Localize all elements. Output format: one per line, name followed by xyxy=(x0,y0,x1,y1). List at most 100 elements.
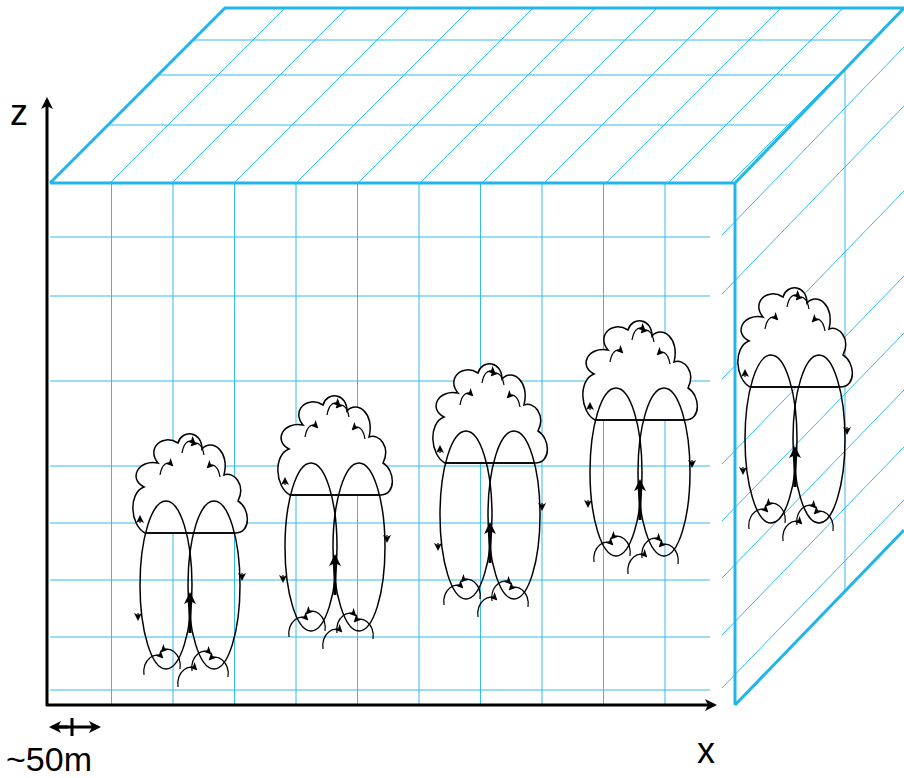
convective-cell xyxy=(278,396,393,649)
eddy-arrow xyxy=(632,328,644,340)
eddy-arrow xyxy=(783,521,801,541)
cloud-base xyxy=(145,532,235,534)
grid-line xyxy=(234,8,409,183)
scale-bar xyxy=(52,718,98,736)
flow-arrow xyxy=(587,500,588,506)
eddy-arrow xyxy=(797,297,809,309)
eddy-arrow xyxy=(492,373,504,385)
eddy-arrow xyxy=(749,509,767,529)
grid-line xyxy=(722,276,904,464)
grid-line xyxy=(108,125,791,126)
grid-line xyxy=(668,8,843,183)
grid-line xyxy=(603,183,604,705)
box-outline xyxy=(50,8,904,705)
eddy-arrow xyxy=(160,463,172,475)
flow-arrow xyxy=(282,575,283,581)
cloud-base xyxy=(290,494,380,496)
eddy-arrow xyxy=(208,465,220,477)
eddy-arrow xyxy=(610,350,622,362)
eddy-arrow xyxy=(658,352,670,364)
eddy-arrow xyxy=(612,536,630,556)
convective-cell xyxy=(433,364,548,617)
grid-line xyxy=(722,447,904,635)
grid-line xyxy=(358,8,533,183)
grid-line xyxy=(50,637,710,638)
cloud-base xyxy=(445,462,535,464)
flow-arrow xyxy=(284,479,285,485)
grid-line xyxy=(845,70,846,590)
eddy-arrow xyxy=(353,427,365,439)
eddy-arrow xyxy=(508,395,520,407)
circulation-loop xyxy=(590,388,642,556)
eddy-arrow xyxy=(478,597,496,617)
grid-line xyxy=(158,75,839,76)
eddy-arrow xyxy=(337,405,349,417)
circulation-loop xyxy=(745,355,797,523)
eddy-arrow xyxy=(660,544,678,564)
convective-cell xyxy=(133,434,248,687)
eddy-arrow xyxy=(642,330,654,342)
grid-line xyxy=(722,106,904,294)
updraft-arrow xyxy=(639,482,642,520)
eddy-arrow xyxy=(210,657,228,677)
circulation-loop xyxy=(333,463,385,631)
grid-line xyxy=(234,183,235,705)
grid-line xyxy=(665,183,666,705)
convective-cell xyxy=(583,321,698,574)
grid-line xyxy=(50,580,710,581)
circulation-loop xyxy=(140,501,192,669)
eddy-arrow xyxy=(462,579,480,599)
flow-arrow xyxy=(589,404,590,410)
eddy-arrow xyxy=(482,371,494,383)
eddy-arrow xyxy=(144,655,162,675)
cloud-base xyxy=(595,419,685,421)
eddy-arrow xyxy=(355,619,373,639)
flow-arrow xyxy=(744,371,745,377)
grid-line xyxy=(544,8,719,183)
grid-line xyxy=(606,8,781,183)
grid-line xyxy=(420,8,595,183)
flow-arrow xyxy=(437,543,438,549)
eddy-arrow xyxy=(594,542,612,562)
eddy-arrow xyxy=(460,393,472,405)
updraft-arrow xyxy=(489,525,492,563)
circulation-loop xyxy=(638,388,690,556)
flow-arrow xyxy=(541,503,542,509)
eddy-arrow xyxy=(327,403,339,415)
eddy-arrow xyxy=(510,587,528,607)
convective-cell xyxy=(738,288,853,541)
eddy-arrow xyxy=(787,295,799,307)
circulation-loop xyxy=(440,431,492,599)
dimension-label: ~50m xyxy=(6,742,92,776)
axis-label: x xyxy=(697,733,715,769)
eddy-arrow xyxy=(307,611,325,631)
circulation-loop xyxy=(793,355,845,523)
grid-line xyxy=(50,690,710,691)
flow-arrow xyxy=(139,517,140,523)
eddy-arrow xyxy=(182,441,194,453)
grid-lines xyxy=(50,8,904,705)
grid-line xyxy=(111,183,112,705)
flow-arrow xyxy=(137,613,138,619)
grid-line xyxy=(419,183,420,705)
circulation-loop xyxy=(285,463,337,631)
cloud-base xyxy=(750,386,840,388)
grid-line xyxy=(482,8,657,183)
grid-line xyxy=(296,8,471,183)
eddy-arrow xyxy=(178,667,196,687)
eddy-arrow xyxy=(444,585,462,605)
eddy-arrow xyxy=(162,649,180,669)
circulation-loop xyxy=(188,501,240,669)
eddy-arrow xyxy=(628,554,646,574)
eddy-arrow xyxy=(765,317,777,329)
circulation-loop xyxy=(488,431,540,599)
updraft-arrow xyxy=(794,449,797,487)
convective-cells xyxy=(133,288,853,687)
flow-arrow xyxy=(386,535,387,541)
eddy-arrow xyxy=(289,617,307,637)
flow-arrow xyxy=(439,447,440,453)
grid-line xyxy=(722,500,904,688)
grid-line xyxy=(193,40,873,41)
flow-arrow xyxy=(691,460,692,466)
